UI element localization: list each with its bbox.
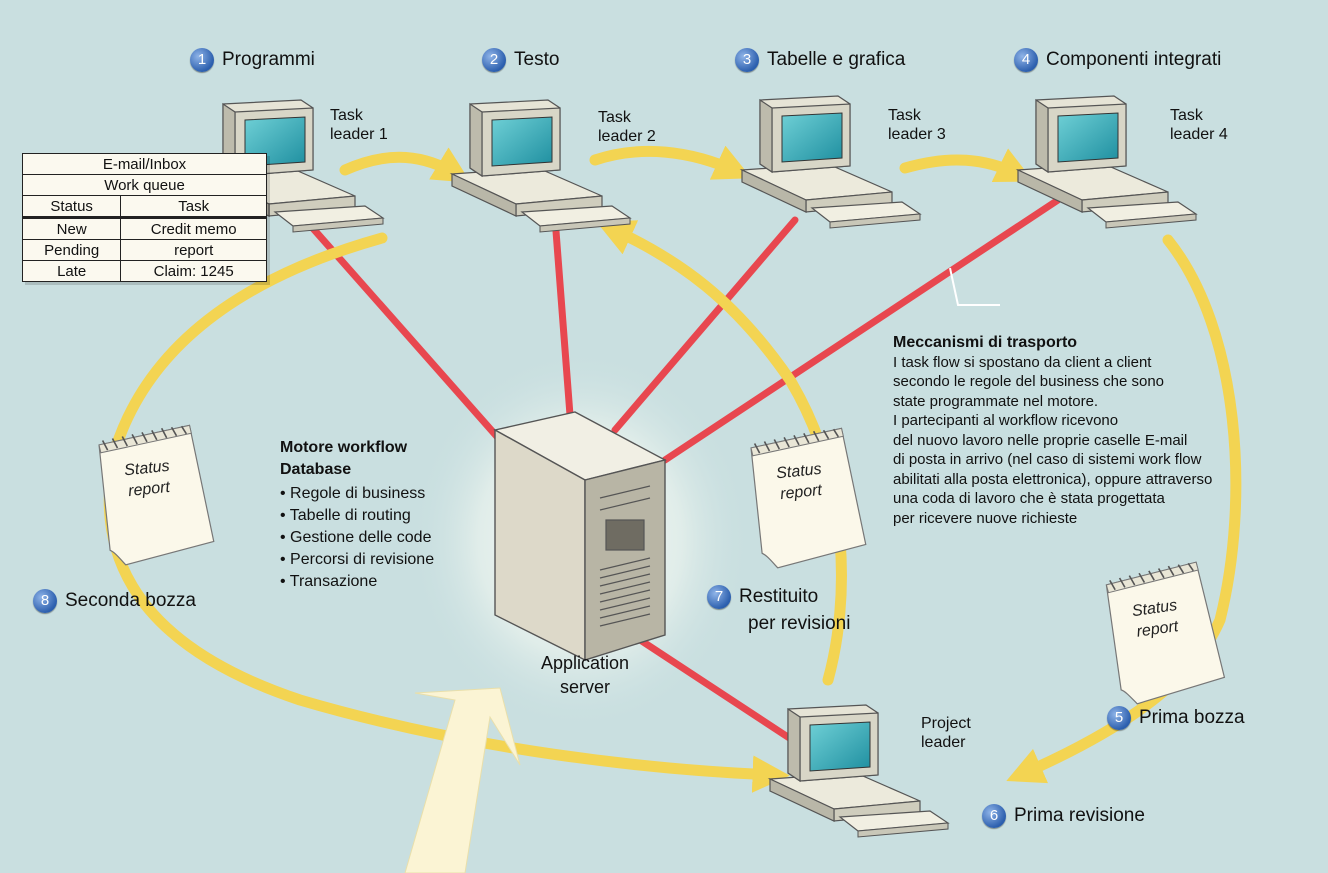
transport-line: per ricevere nuove richieste — [893, 509, 1078, 527]
network-links — [306, 196, 1062, 749]
task-cell: Claim: 1245 — [120, 260, 267, 282]
application-server-tower — [493, 411, 667, 662]
transport-line: una coda di lavoro che è stata progettat… — [893, 490, 1165, 507]
task-cell: Credit memo — [120, 216, 267, 240]
task-cell: report — [120, 239, 267, 261]
table-header-row: Status Task — [21, 195, 267, 218]
status-cell: New — [21, 216, 122, 240]
flow-arrows — [103, 145, 1242, 793]
table-row: Late Claim: 1245 — [21, 260, 267, 282]
work-queue-table: E-mail/Inbox Work queue Status Task New … — [21, 153, 267, 282]
list-item: Tabelle di routing — [280, 505, 434, 527]
transport-description: Meccanismi di trasporto I task flow si s… — [893, 333, 1212, 528]
transport-line: del nuovo lavoro nelle proprie caselle E… — [893, 431, 1188, 449]
list-item: Regole di business — [280, 483, 434, 505]
column-header: Task — [120, 195, 267, 218]
status-cell: Late — [21, 260, 122, 282]
application-server-label: Application server — [540, 653, 630, 697]
transport-callout-pointer — [949, 267, 1000, 306]
transport-title: Meccanismi di trasporto — [893, 334, 1078, 351]
table-row: New Credit memo — [21, 216, 267, 240]
column-header: Status — [21, 195, 122, 218]
engine-title: Motore workflow — [280, 439, 408, 456]
inbox-header: E-mail/Inbox — [22, 153, 267, 175]
status-cell: Pending — [21, 239, 122, 261]
table-row: Pending report — [21, 239, 267, 261]
work-queue-title: Work queue — [22, 174, 267, 196]
transport-line: state programmate nel motore. — [893, 392, 1099, 410]
workflow-engine-list: Motore workflow Database Regole di busin… — [280, 437, 434, 593]
server-pointer-arrow — [404, 687, 521, 873]
transport-line: secondo le regole del business che sono — [893, 373, 1165, 390]
list-item: Gestione delle code — [280, 527, 434, 549]
list-item: Percorsi di revisione — [280, 549, 434, 571]
transport-line: abilitati alla posta elettronica), oppur… — [893, 470, 1213, 488]
transport-line: I partecipanti al workflow ricevono — [893, 412, 1119, 429]
list-item: Transazione — [280, 571, 434, 593]
database-title: Database — [280, 461, 352, 478]
transport-line: di posta in arrivo (nel caso di sistemi … — [893, 451, 1202, 468]
transport-line: I task flow si spostano da client a clie… — [893, 353, 1152, 371]
